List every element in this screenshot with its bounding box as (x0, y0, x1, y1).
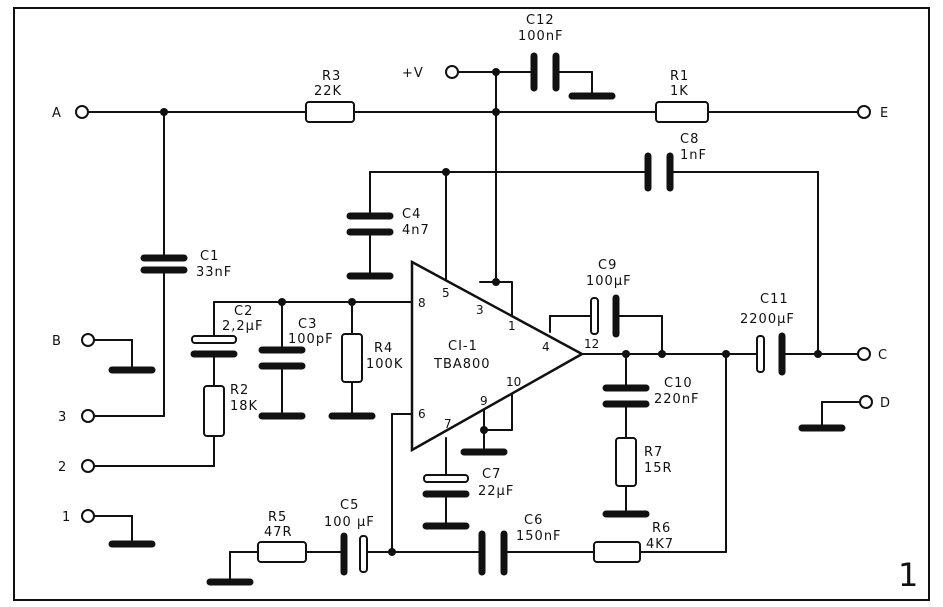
terminals (75, 65, 873, 523)
c10-ref: C10 (664, 376, 693, 391)
r5-ref: R5 (268, 510, 287, 525)
r2-ref: R2 (230, 383, 249, 398)
capacitor-c4 (346, 212, 394, 236)
c9-value: 100µF (586, 274, 632, 289)
c4-value: 4n7 (402, 223, 430, 238)
c7-ref: C7 (482, 467, 501, 482)
r7-value: 15R (644, 461, 673, 476)
capacitor-c12 (530, 52, 560, 92)
r4-ref: R4 (374, 341, 393, 356)
pin-7: 7 (444, 417, 452, 431)
capacitor-c6 (478, 530, 508, 576)
c9-ref: C9 (598, 258, 617, 273)
terminal-a-label: A (52, 106, 62, 121)
pin-1: 1 (508, 319, 516, 333)
c5-value: 100 µF (324, 515, 375, 530)
terminal-c-label: C (878, 348, 888, 363)
c8-ref: C8 (680, 132, 699, 147)
resistor-r5 (257, 541, 307, 563)
c10-value: 220nF (654, 392, 700, 407)
r6-ref: R6 (652, 521, 671, 536)
capacitor-c3 (258, 346, 306, 370)
pin-9: 9 (480, 394, 488, 408)
capacitor-c7 (422, 474, 470, 498)
capacitor-c11 (756, 332, 786, 376)
figure-number: 1 (898, 556, 918, 594)
resistor-r3 (305, 101, 355, 123)
capacitor-c8 (644, 152, 674, 192)
r7-ref: R7 (644, 445, 663, 460)
c11-ref: C11 (760, 292, 789, 307)
c5-ref: C5 (340, 498, 359, 513)
terminal-b-label: B (52, 334, 62, 349)
ic-type: TBA800 (433, 357, 491, 372)
capacitor-c10 (602, 384, 650, 408)
figure-border (13, 7, 930, 601)
terminal-3-label: 3 (58, 410, 67, 425)
c7-value: 22µF (478, 484, 514, 499)
pin-3: 3 (476, 303, 484, 317)
ic-name: CI-1 (448, 339, 478, 354)
supply-label: +V (402, 66, 424, 81)
r4-value: 100K (366, 357, 403, 372)
terminal-d-label: D (880, 396, 891, 411)
pin-6: 6 (418, 407, 426, 421)
r3-value: 22K (314, 84, 342, 99)
c4-ref: C4 (402, 207, 421, 222)
capacitor-c1 (140, 254, 188, 274)
resistor-r6 (593, 541, 641, 563)
r2-value: 18K (230, 399, 258, 414)
r3-ref: R3 (322, 69, 341, 84)
ic-triangle (410, 259, 585, 453)
pin-4: 4 (542, 340, 550, 354)
c1-ref: C1 (200, 249, 219, 264)
c1-value: 33nF (196, 265, 232, 280)
r1-value: 1K (670, 84, 689, 99)
c2-value: 2,2µF (222, 319, 263, 334)
c3-value: 100pF (288, 332, 334, 347)
terminal-1-label: 1 (62, 510, 71, 525)
resistor-r1 (655, 101, 709, 123)
pin-10: 10 (506, 375, 521, 389)
pin-5: 5 (442, 286, 450, 300)
c2-ref: C2 (234, 304, 253, 319)
r1-ref: R1 (670, 69, 689, 84)
resistor-r2 (203, 385, 225, 437)
capacitor-c2 (190, 335, 238, 358)
capacitor-c5 (340, 532, 368, 576)
ground-symbols (108, 92, 846, 586)
c3-ref: C3 (298, 317, 317, 332)
r6-value: 4K7 (646, 537, 674, 552)
r5-value: 47R (264, 525, 293, 540)
capacitor-c9 (590, 294, 620, 338)
c8-value: 1nF (680, 148, 707, 163)
pin-12: 12 (584, 337, 599, 351)
c6-ref: C6 (524, 513, 543, 528)
c12-ref: C12 (526, 13, 555, 28)
pin-8: 8 (418, 296, 426, 310)
terminal-2-label: 2 (58, 460, 67, 475)
junction-dots (160, 68, 822, 556)
resistor-r4 (341, 333, 363, 383)
c11-value: 2200µF (740, 312, 795, 327)
terminal-e-label: E (880, 106, 889, 121)
c6-value: 150nF (516, 529, 562, 544)
resistor-r7 (615, 437, 637, 487)
c12-value: 100nF (518, 29, 564, 44)
